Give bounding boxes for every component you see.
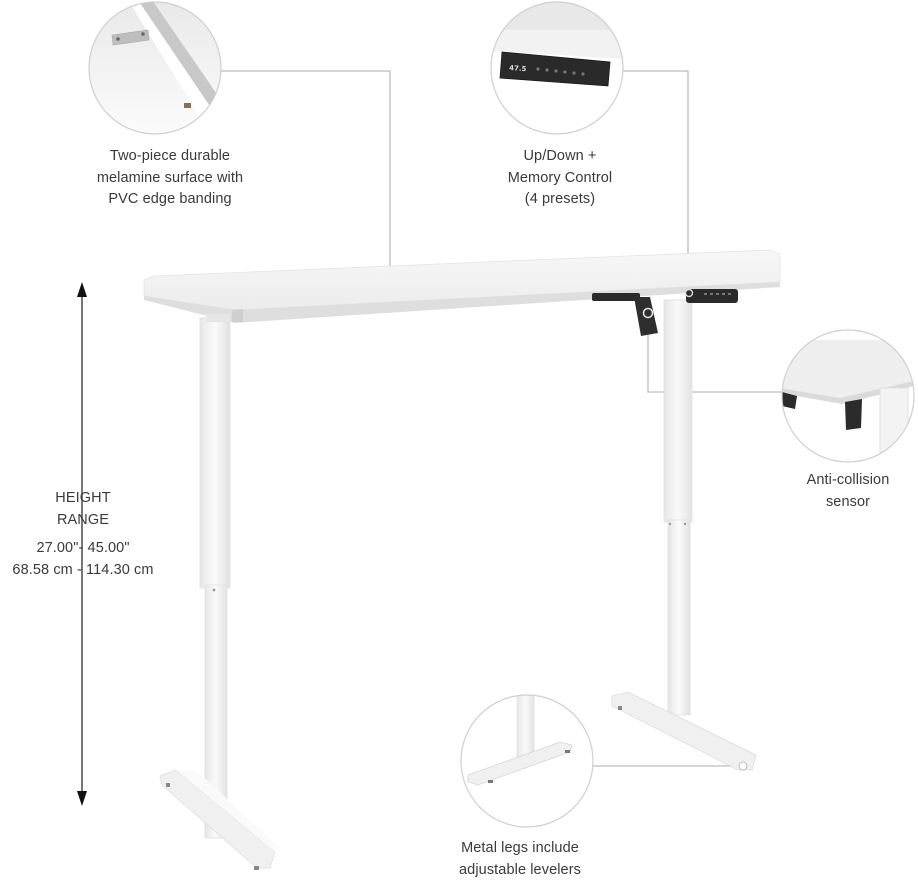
under-desk-hardware [592,288,738,336]
height-title-line-1: HEIGHT [55,490,111,506]
control-line-3: (4 presets) [524,191,596,207]
control-panel-detail-icon: 47.5 [490,1,624,135]
left-leg [159,317,280,870]
surface-detail-icon [88,1,222,135]
control-line-2: Memory Control [507,169,613,186]
sensor-detail-icon [781,329,915,463]
spacer [0,531,166,538]
surface-line-1: Two-piece durable [109,148,231,164]
right-leg [611,299,757,771]
svg-text:47.5: 47.5 [509,64,527,73]
surface-line-3: PVC edge banding [108,191,232,207]
leveler-foot-detail-icon [460,694,594,828]
surface-line-2: melamine surface with [96,169,244,186]
height-title-line-2: RANGE [56,511,110,528]
desktop-surface [143,249,781,323]
sensor-callout-label: Anti-collision sensor [778,470,918,513]
height-range-label: HEIGHT RANGE 27.00"- 45.00" 68.58 cm - 1… [0,488,166,581]
sensor-line-1: Anti-collision [806,472,890,488]
double-arrow-vertical-icon [77,282,87,806]
leader-lines [221,70,784,767]
surface-callout-label: Two-piece durable melamine surface with … [60,146,280,211]
sensor-line-2: sensor [825,493,871,510]
legs-line-1: Metal legs include [461,840,579,856]
control-callout-label: Up/Down + Memory Control (4 presets) [462,146,658,211]
legs-line-2: adjustable levelers [459,861,581,878]
height-imperial: 27.00"- 45.00" [36,540,130,556]
height-metric: 68.58 cm - 114.30 cm [12,561,154,578]
legs-callout-label: Metal legs include adjustable levelers [424,838,616,881]
control-line-1: Up/Down + [523,148,597,164]
